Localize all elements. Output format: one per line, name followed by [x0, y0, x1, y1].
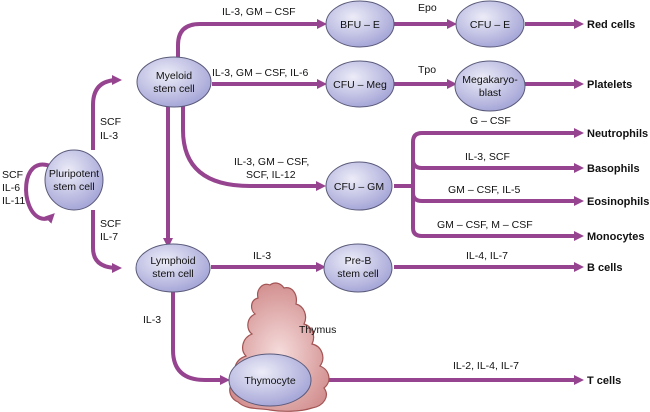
output-monocytes: Monocytes: [587, 231, 644, 243]
cell-label: Lymphoid: [150, 255, 195, 267]
arrow-to-myeloid: [91, 75, 122, 150]
factor-label: SCF, IL-12: [246, 169, 296, 181]
arrow-to-neutrophils: [411, 128, 584, 186]
connections: [24, 19, 584, 385]
factor-label: IL-4, IL-7: [466, 250, 508, 262]
cell-label: Pluripotent: [49, 168, 99, 180]
factor-label: IL-11: [2, 195, 25, 207]
cell-label: Myeloid: [156, 70, 192, 82]
cell-label: Megakaryo-: [462, 74, 518, 86]
factor-label: GM – CSF, IL-5: [448, 184, 521, 196]
factor-label: IL-3, GM – CSF,: [234, 156, 309, 168]
factor-label: SCF: [2, 169, 23, 181]
factor-label: IL-7: [100, 231, 118, 243]
cell-thymocyte: Thymocyte: [228, 353, 312, 407]
factor-label: Tpo: [418, 64, 436, 76]
cell-label: CFU – Meg: [333, 79, 387, 91]
arrow-to-basophils: [411, 159, 584, 173]
cell-label: stem cell: [53, 181, 94, 193]
arrow-to-cfu-gm: [181, 105, 326, 191]
cell-myeloid: Myeloid stem cell: [136, 56, 212, 108]
arrow-to-monocytes: [411, 193, 584, 241]
cell-cfu-gm: CFU – GM: [325, 161, 393, 211]
output-neutrophils: Neutrophils: [587, 128, 648, 140]
output-labels: Red cells Platelets Neutrophils Basophil…: [587, 19, 649, 387]
cell-label: stem cell: [337, 268, 378, 280]
output-t-cells: T cells: [587, 375, 621, 387]
factor-label: IL-3: [253, 250, 271, 262]
cell-label: Pre-B: [345, 255, 372, 267]
cell-cfu-meg: CFU – Meg: [325, 60, 395, 108]
factor-label: IL-3, GM – CSF, IL-6: [212, 67, 308, 79]
factor-label: SCF: [100, 218, 121, 230]
cell-label: blast: [479, 87, 501, 99]
cell-label: CFU – E: [470, 19, 510, 31]
cell-bfu-e: BFU – E: [325, 0, 395, 48]
cell-label: BFU – E: [340, 19, 380, 31]
factor-label: SCF: [100, 116, 121, 128]
factor-label: IL-3, GM – CSF: [222, 6, 296, 18]
arrow-to-lymphoid: [91, 210, 122, 273]
output-eosinophils: Eosinophils: [587, 196, 649, 208]
cell-label: Thymocyte: [244, 375, 296, 387]
cell-megakaryoblast: Megakaryo- blast: [454, 60, 526, 112]
factor-label: IL-3, SCF: [465, 151, 510, 163]
factor-label: Epo: [418, 2, 437, 14]
output-platelets: Platelets: [587, 79, 632, 91]
factor-label: IL-3: [143, 314, 161, 326]
factor-label: IL-6: [2, 182, 20, 194]
output-red-cells: Red cells: [587, 19, 635, 31]
factor-label: IL-2, IL-4, IL-7: [453, 360, 519, 372]
cell-label: stem cell: [152, 268, 193, 280]
arrow-to-thymocyte: [171, 290, 230, 385]
factor-labels: SCF IL-6 IL-11 SCF IL-3 SCF IL-7 IL-3, G…: [2, 2, 533, 372]
factor-label: GM – CSF, M – CSF: [437, 219, 533, 231]
cell-lymphoid: Lymphoid stem cell: [135, 243, 211, 293]
cell-pre-b: Pre-B stem cell: [323, 243, 393, 293]
factor-label: G – CSF: [470, 115, 511, 127]
arrow-to-bfu-e: [176, 19, 327, 60]
cell-label: stem cell: [153, 83, 194, 95]
thymus-label: Thymus: [299, 324, 336, 336]
cell-cfu-e: CFU – E: [455, 0, 525, 48]
self-renewal-arrow: [24, 162, 55, 224]
factor-label: IL-3: [100, 130, 118, 142]
output-basophils: Basophils: [587, 163, 640, 175]
cell-pluripotent: Pluripotent stem cell: [44, 149, 104, 211]
output-b-cells: B cells: [587, 262, 622, 274]
cell-label: CFU – GM: [334, 181, 384, 193]
